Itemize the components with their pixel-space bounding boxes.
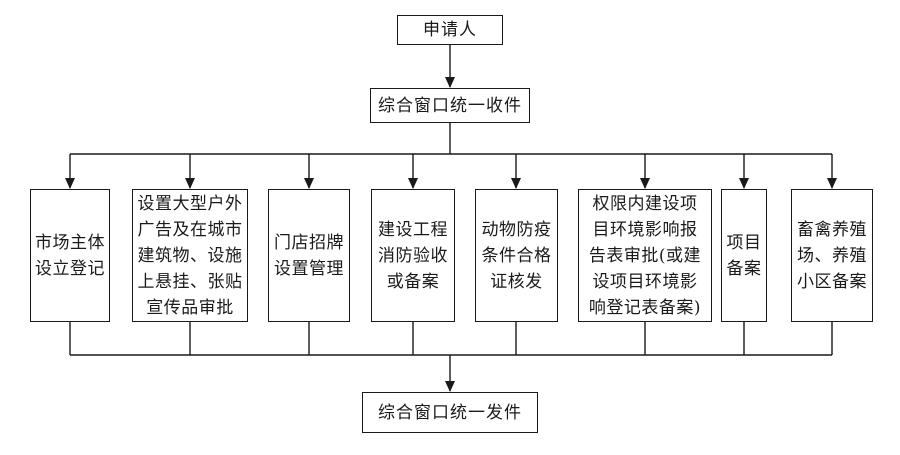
service-box-outdoor-ad-approval: 设置大型户外 广告及在城市 建筑物、设施 上悬挂、张贴 宣传品审批 <box>132 189 248 322</box>
service-box-livestock-farm-filing: 畜禽养殖 场、养殖 小区备案 <box>791 189 873 322</box>
applicant-box: 申请人 <box>397 15 503 45</box>
service-box-fire-inspection-filing: 建设工程 消防验收 或备案 <box>371 189 455 322</box>
service-box-market-entity-registration: 市场主体 设立登记 <box>30 189 110 322</box>
service-box-animal-epidemic-cert: 动物防疫 条件合格 证核发 <box>475 189 558 322</box>
intake-box: 综合窗口统一收件 <box>370 88 530 123</box>
service-box-env-impact-approval: 权限内建设项 目环境影响报 告表审批(或建 设项目环境影 响登记表备案) <box>578 189 712 322</box>
dispatch-box: 综合窗口统一发件 <box>362 392 538 433</box>
service-box-store-sign-management: 门店招牌 设置管理 <box>268 189 350 322</box>
service-box-project-filing: 项目 备案 <box>721 189 767 322</box>
